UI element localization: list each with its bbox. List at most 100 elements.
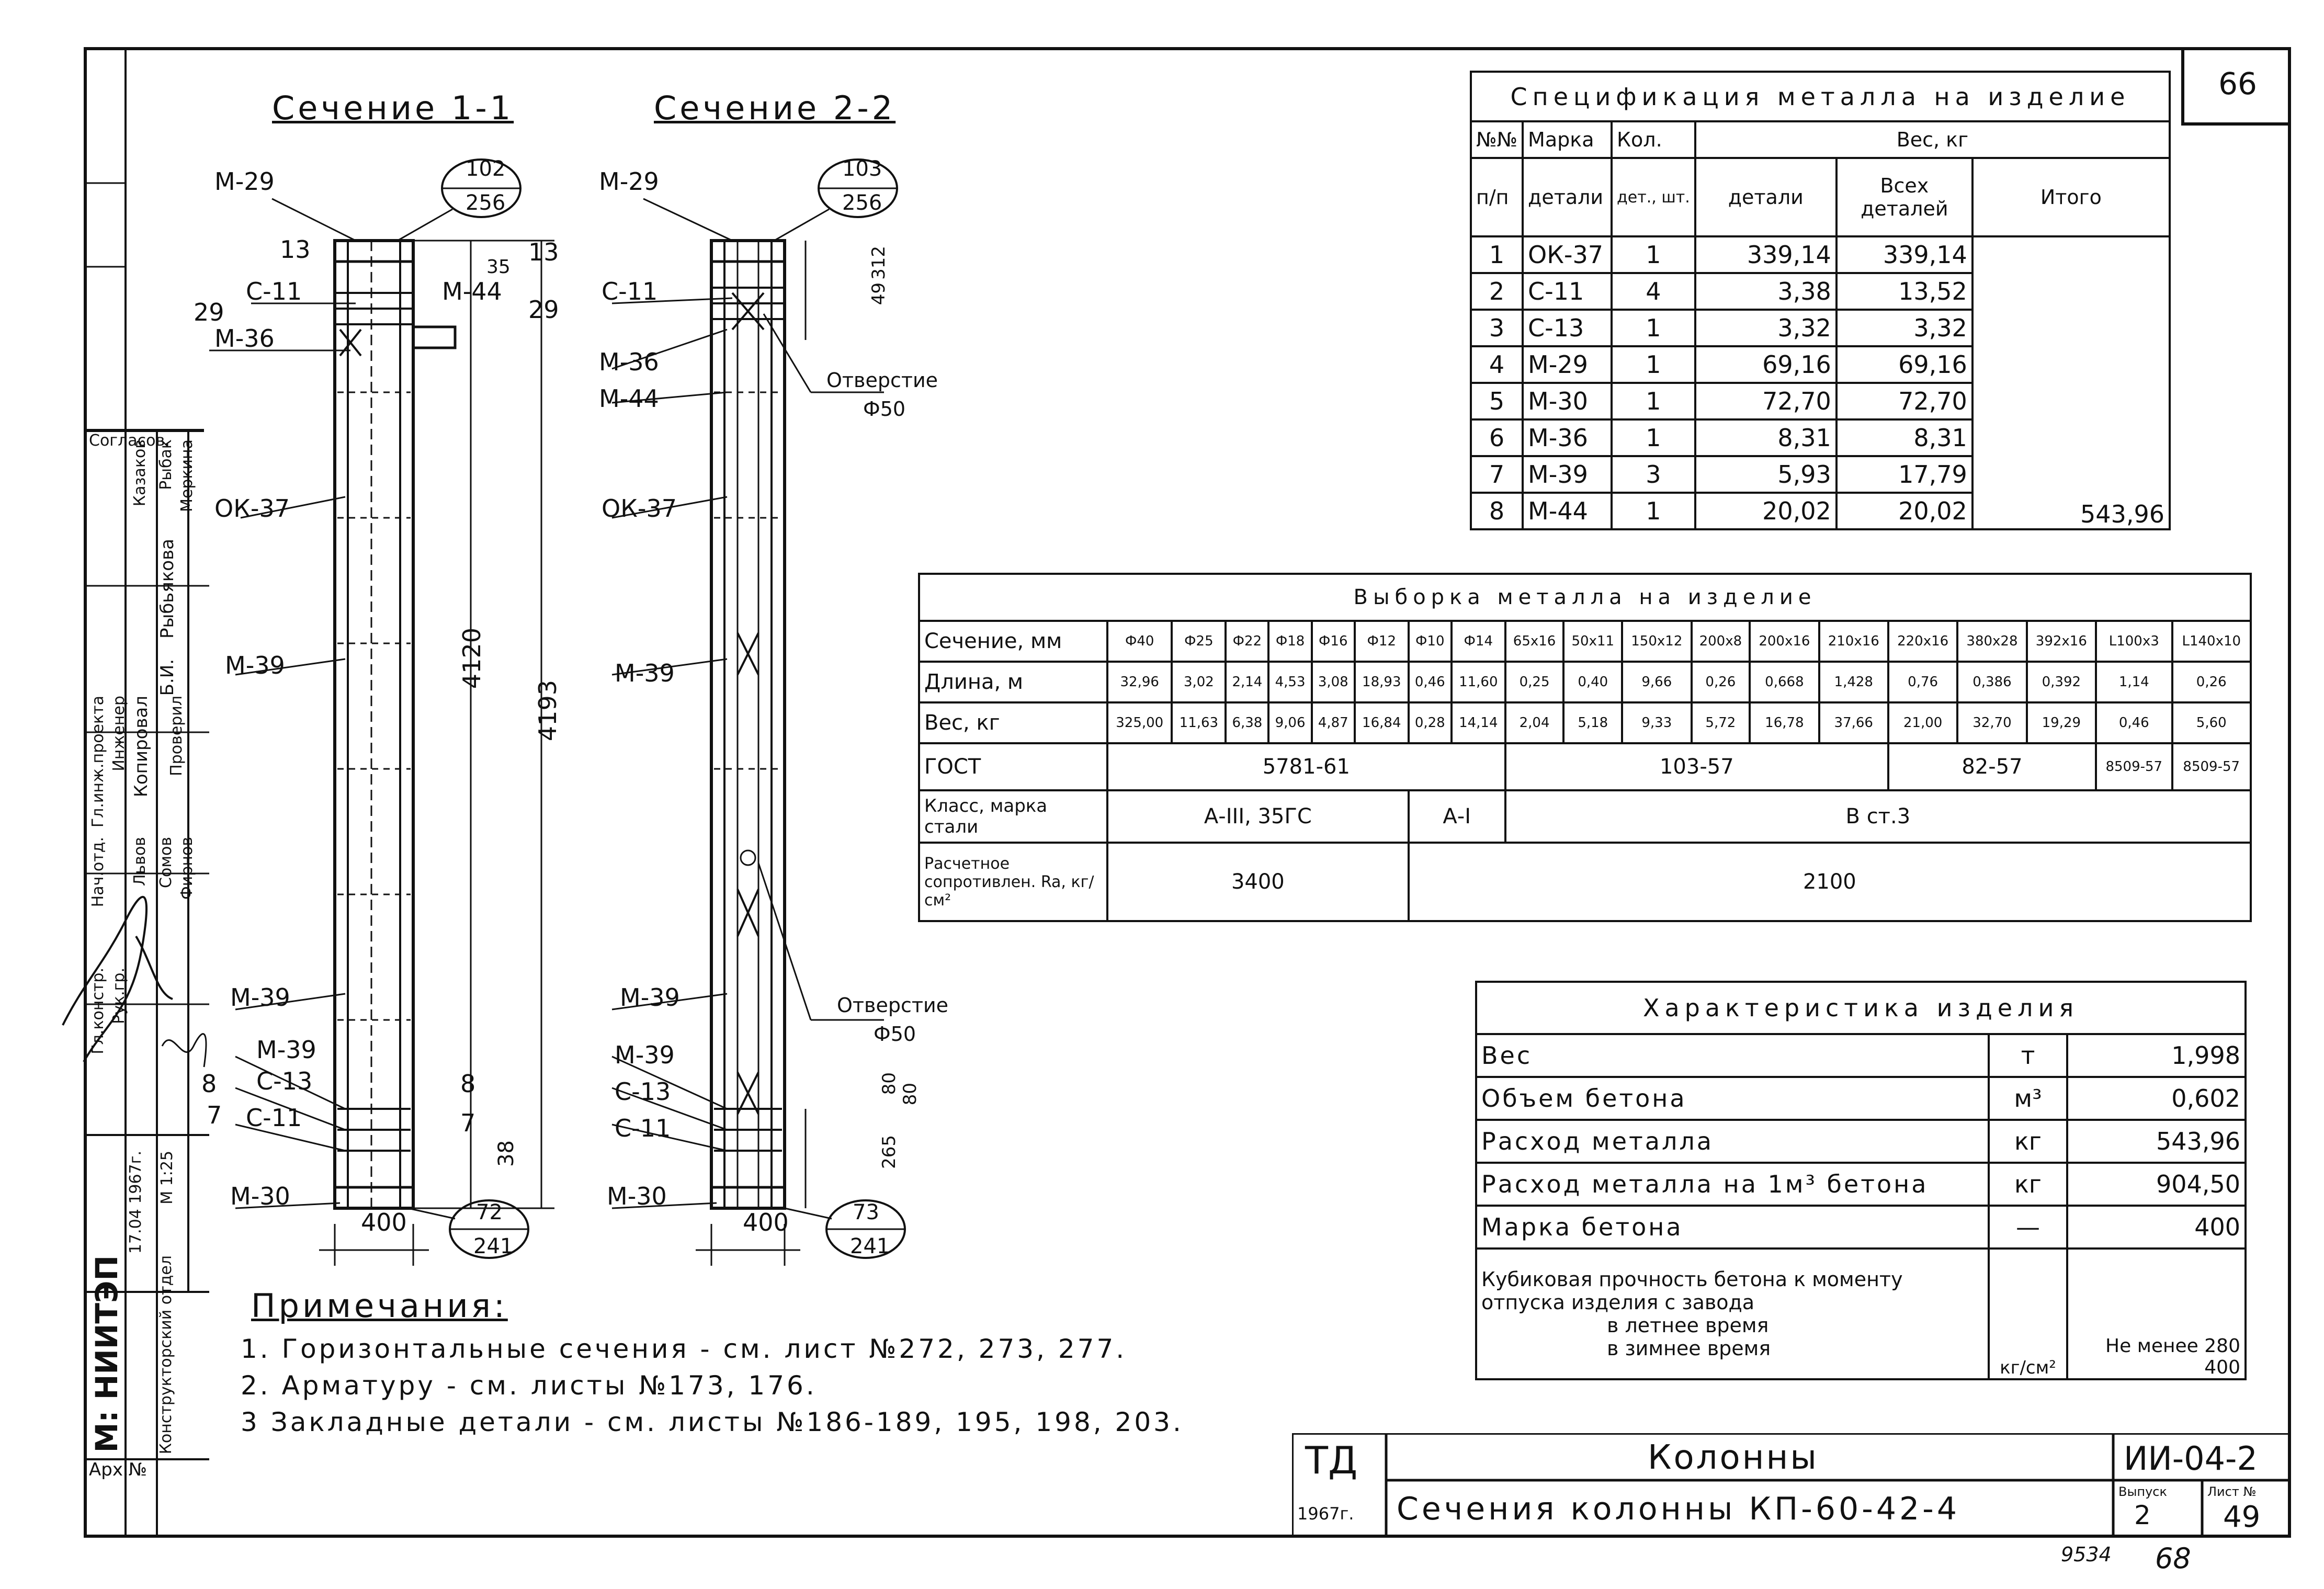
s1-label-ok37: ОК-37 <box>214 494 290 523</box>
stamp-top-2: Б.И. <box>157 659 178 696</box>
spec-cell: 4 <box>1469 345 1524 384</box>
har-row: Марка бетона—400 <box>1475 1205 2247 1250</box>
vyb-label-length: Длина, м <box>918 661 1108 703</box>
s1-mark-7-right: 7 <box>460 1109 476 1137</box>
vyb-label-klass: Класс, марка стали <box>918 789 1108 844</box>
s2-label-m44: М-44 <box>599 384 659 413</box>
vyborka-lengths-cell: 0,386 <box>1956 661 2028 703</box>
vyborka-sections-cell: Ф40 <box>1106 620 1173 663</box>
vyborka-weights-cell: 14,14 <box>1450 701 1506 744</box>
spec-h-w-total: Итого <box>1971 157 2171 237</box>
har-strength-unit: кг/см² <box>1988 1247 2068 1380</box>
s2-label-m39-a: М-39 <box>615 659 675 687</box>
vyborka-sections-cell: 380х28 <box>1956 620 2028 663</box>
spec-cell: 72,70 <box>1694 382 1838 421</box>
section-1-column <box>209 158 554 1266</box>
vyborka-sections-cell: Ф10 <box>1407 620 1453 663</box>
s2-dim-bot-a: 80 <box>879 1072 900 1095</box>
vyborka-weights-cell: 11,63 <box>1171 701 1227 744</box>
spec-table-title: Спецификация металла на изделие <box>1470 71 2171 122</box>
vyborka-weights-cell: 16,78 <box>1749 701 1820 744</box>
s2-label-c13: С-13 <box>615 1077 671 1106</box>
s1-dim-bottom: 38 <box>494 1140 518 1167</box>
note-1: 1. Горизонтальные сечения - см. лист №27… <box>241 1334 1127 1364</box>
vyborka-weights-cell: 16,84 <box>1353 701 1410 744</box>
vyborka-lengths-cell: 0,392 <box>2025 661 2098 703</box>
vyborka-weights-cell: 21,00 <box>1887 701 1959 744</box>
spec-cell: 5 <box>1469 382 1524 421</box>
column-sections-drawing <box>209 158 906 1266</box>
har-cell: 0,602 <box>2066 1076 2247 1121</box>
s2-label-c11-b: С-11 <box>615 1114 671 1142</box>
vyb-label-gost: ГОСТ <box>918 742 1108 791</box>
s1-mark-8-right: 8 <box>460 1070 476 1098</box>
stamp-role-5: Инженер <box>110 696 128 771</box>
spec-total: 543,96 <box>1971 235 2171 530</box>
vyborka-weights-cell: 0,46 <box>2095 701 2173 744</box>
s1-label-c11-b: С-11 <box>246 1104 302 1132</box>
s1-dim-width: 400 <box>361 1208 407 1236</box>
bottom-number-right: 68 <box>2155 1542 2191 1575</box>
s2-label-m29: М-29 <box>599 167 659 196</box>
tb-vypusk-label: Выпуск <box>2118 1484 2167 1499</box>
vyborka-sections-cell: Ф16 <box>1310 620 1356 663</box>
vyb-gost-1: 5781-61 <box>1106 742 1506 791</box>
tb-year: 1967г. <box>1297 1504 1354 1524</box>
spec-cell: 4 <box>1611 272 1696 311</box>
vyborka-weights-cell: 6,38 <box>1225 701 1270 744</box>
stamp-role-6: Проверил <box>167 696 186 776</box>
s2-bubble-top-den: 256 <box>842 191 882 215</box>
spec-cell: С-13 <box>1522 309 1613 347</box>
spec-h-num: №№ <box>1469 120 1524 159</box>
tb-code: ИИ-04-2 <box>2124 1439 2258 1478</box>
s2-label-ok37: ОК-37 <box>602 494 677 523</box>
note-2: 2. Арматуру - см. листы №173, 176. <box>241 1370 817 1401</box>
vyborka-lengths-cell: 1,14 <box>2095 661 2173 703</box>
spec-cell: 3 <box>1611 455 1696 494</box>
spec-cell: М-30 <box>1522 382 1613 421</box>
spec-cell: 13,52 <box>1835 272 1974 311</box>
har-cell: кг <box>1988 1162 2068 1207</box>
vyborka-lengths-cell: 18,93 <box>1353 661 1410 703</box>
s2-bubble-bot-den: 241 <box>850 1234 890 1258</box>
har-cell: 543,96 <box>2066 1119 2247 1164</box>
stamp-soglas: Согласов. <box>89 432 170 450</box>
vyborka-sections-cell: 200х8 <box>1690 620 1751 663</box>
s2-dim-bot-b: 80 <box>900 1083 921 1106</box>
vyborka-lengths-cell: 0,76 <box>1887 661 1959 703</box>
spec-cell: 69,16 <box>1694 345 1838 384</box>
sheet-number-box: 66 <box>2181 47 2291 126</box>
spec-cell: 20,02 <box>1694 492 1838 530</box>
spec-cell: М-29 <box>1522 345 1613 384</box>
s2-bubble-top-num: 103 <box>842 157 882 181</box>
s2-hole-mid-dia: Ф50 <box>874 1023 916 1046</box>
stamp-top-3: Рыбьякова <box>157 539 178 639</box>
s2-dim-width: 400 <box>743 1208 789 1236</box>
sheet-number: 66 <box>2218 66 2257 101</box>
spec-cell: 1 <box>1611 235 1696 274</box>
spec-cell: 1 <box>1611 345 1696 384</box>
spec-cell: 1 <box>1611 418 1696 457</box>
stamp-dept: Конструкторский отдел <box>157 1255 175 1455</box>
har-winter-value: 400 <box>2204 1357 2240 1378</box>
vyborka-weights-cell: 4,87 <box>1310 701 1356 744</box>
tb-list: 49 <box>2223 1500 2261 1534</box>
spec-cell: 3,32 <box>1835 309 1974 347</box>
vyborka-lengths-cell: 11,60 <box>1450 661 1506 703</box>
s2-hole-top-dia: Ф50 <box>863 398 906 421</box>
har-strength-row: Кубиковая прочность бетона к моменту отп… <box>1475 1247 2247 1380</box>
tb-main: Колонны <box>1648 1438 1819 1477</box>
section-2-column <box>611 158 906 1266</box>
spec-table: Спецификация металла на изделие №№ Марка… <box>1469 71 2171 530</box>
s2-dim-bot-c: 265 <box>879 1135 900 1169</box>
s1-mark-7-left: 7 <box>207 1101 222 1129</box>
title-block-lines <box>1292 1433 2291 1538</box>
bottom-number-left: 9534 <box>2061 1543 2112 1566</box>
tb-td: ТД <box>1305 1438 1358 1482</box>
